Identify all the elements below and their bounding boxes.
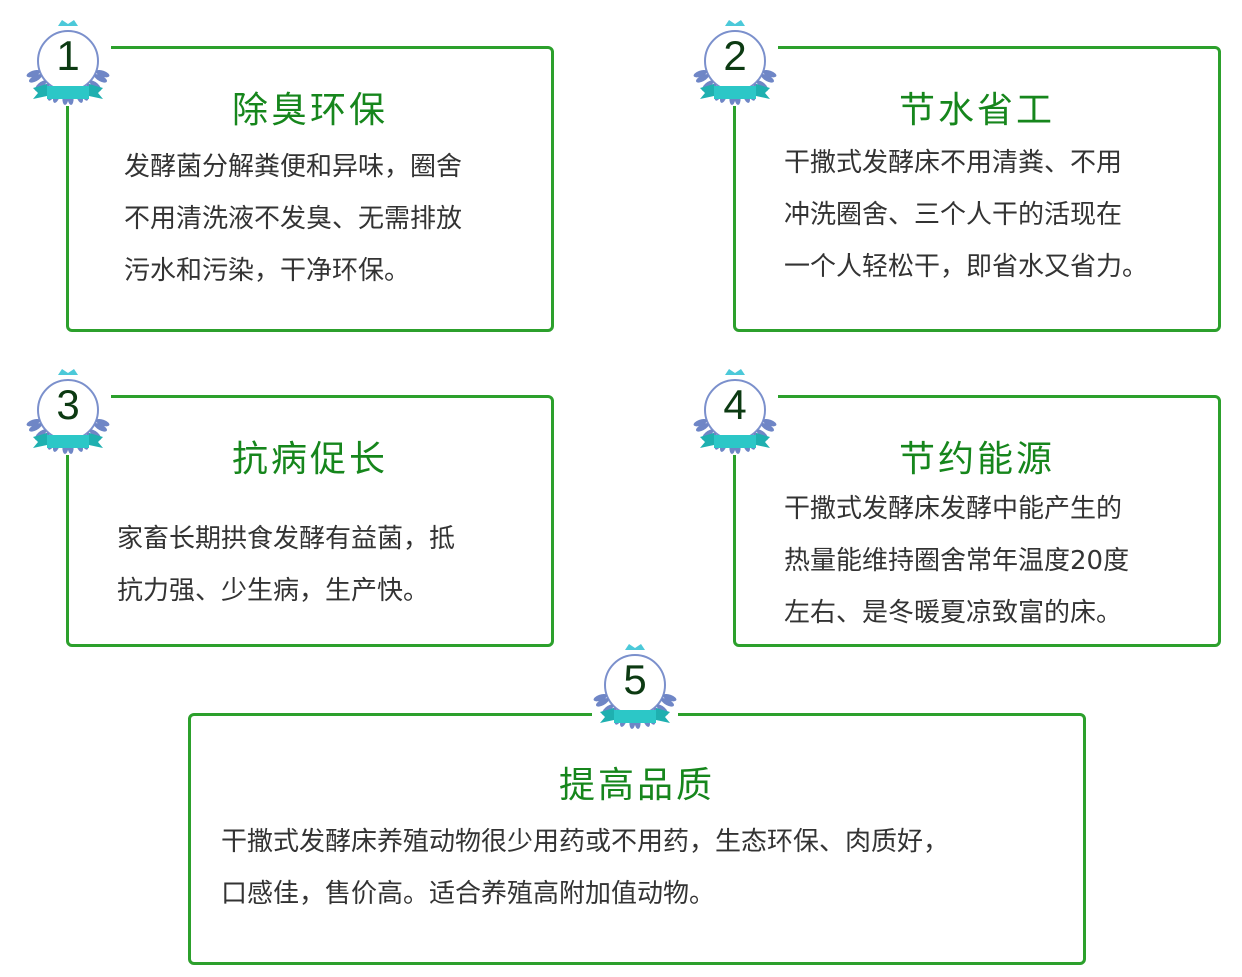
description-line: 污水和污染，干净环保。 [124, 256, 411, 286]
laurel-badge-icon: 4 [692, 363, 778, 455]
card-description: 家畜长期拱食发酵有益菌，抵抗力强、少生病，生产快。 [117, 513, 455, 617]
description-line: 发酵菌分解粪便和异味，圈舍 [124, 152, 463, 182]
card-title: 节水省工 [898, 90, 1055, 131]
description-line: 干撒式发酵床养殖动物很少用药或不用药，生态环保、肉质好， [221, 827, 950, 857]
feature-card-3: 抗病促长家畜长期拱食发酵有益菌，抵抗力强、少生病，生产快。 [66, 395, 554, 647]
description-line: 家畜长期拱食发酵有益菌，抵 [117, 524, 456, 554]
card-description: 干撒式发酵床不用清粪、不用冲洗圈舍、三个人干的活现在一个人轻松干，即省水又省力。 [784, 137, 1148, 293]
description-line: 一个人轻松干，即省水又省力。 [784, 252, 1149, 282]
description-line: 干撒式发酵床发酵中能产生的 [784, 494, 1123, 524]
card-title: 提高品质 [558, 765, 715, 806]
description-line: 口感佳，售价高。适合养殖高附加值动物。 [221, 879, 716, 909]
feature-card-2: 节水省工干撒式发酵床不用清粪、不用冲洗圈舍、三个人干的活现在一个人轻松干，即省水… [733, 46, 1221, 332]
badge-number: 5 [623, 656, 647, 703]
laurel-badge-icon: 5 [592, 638, 678, 730]
badge-number: 2 [723, 32, 747, 79]
card-description: 干撒式发酵床养殖动物很少用药或不用药，生态环保、肉质好， 口感佳，售价高。适合养殖… [221, 816, 949, 920]
feature-card-5: 提高品质干撒式发酵床养殖动物很少用药或不用药，生态环保、肉质好， 口感佳，售价高。… [188, 713, 1086, 965]
badge-number: 4 [723, 381, 747, 428]
card-description: 发酵菌分解粪便和异味，圈舍不用清洗液不发臭、无需排放污水和污染，干净环保。 [124, 141, 462, 297]
description-line: 冲洗圈舍、三个人干的活现在 [784, 200, 1123, 230]
laurel-badge-icon: 1 [25, 14, 111, 106]
card-title: 抗病促长 [231, 439, 388, 480]
laurel-badge-icon: 2 [692, 14, 778, 106]
description-line: 热量能维持圈舍常年温度20度 [784, 546, 1130, 576]
card-title: 除臭环保 [231, 90, 388, 131]
description-line: 抗力强、少生病，生产快。 [117, 576, 430, 606]
badge-number: 1 [56, 32, 80, 79]
description-line: 不用清洗液不发臭、无需排放 [124, 204, 463, 234]
feature-card-4: 节约能源干撒式发酵床发酵中能产生的热量能维持圈舍常年温度20度左右、是冬暖夏凉致… [733, 395, 1221, 647]
card-description: 干撒式发酵床发酵中能产生的热量能维持圈舍常年温度20度左右、是冬暖夏凉致富的床。 [784, 483, 1129, 639]
card-title: 节约能源 [898, 439, 1055, 480]
badge-number: 3 [56, 381, 80, 428]
description-line: 干撒式发酵床不用清粪、不用 [784, 148, 1123, 178]
description-line: 左右、是冬暖夏凉致富的床。 [784, 598, 1123, 628]
feature-card-1: 除臭环保发酵菌分解粪便和异味，圈舍不用清洗液不发臭、无需排放污水和污染，干净环保… [66, 46, 554, 332]
laurel-badge-icon: 3 [25, 363, 111, 455]
